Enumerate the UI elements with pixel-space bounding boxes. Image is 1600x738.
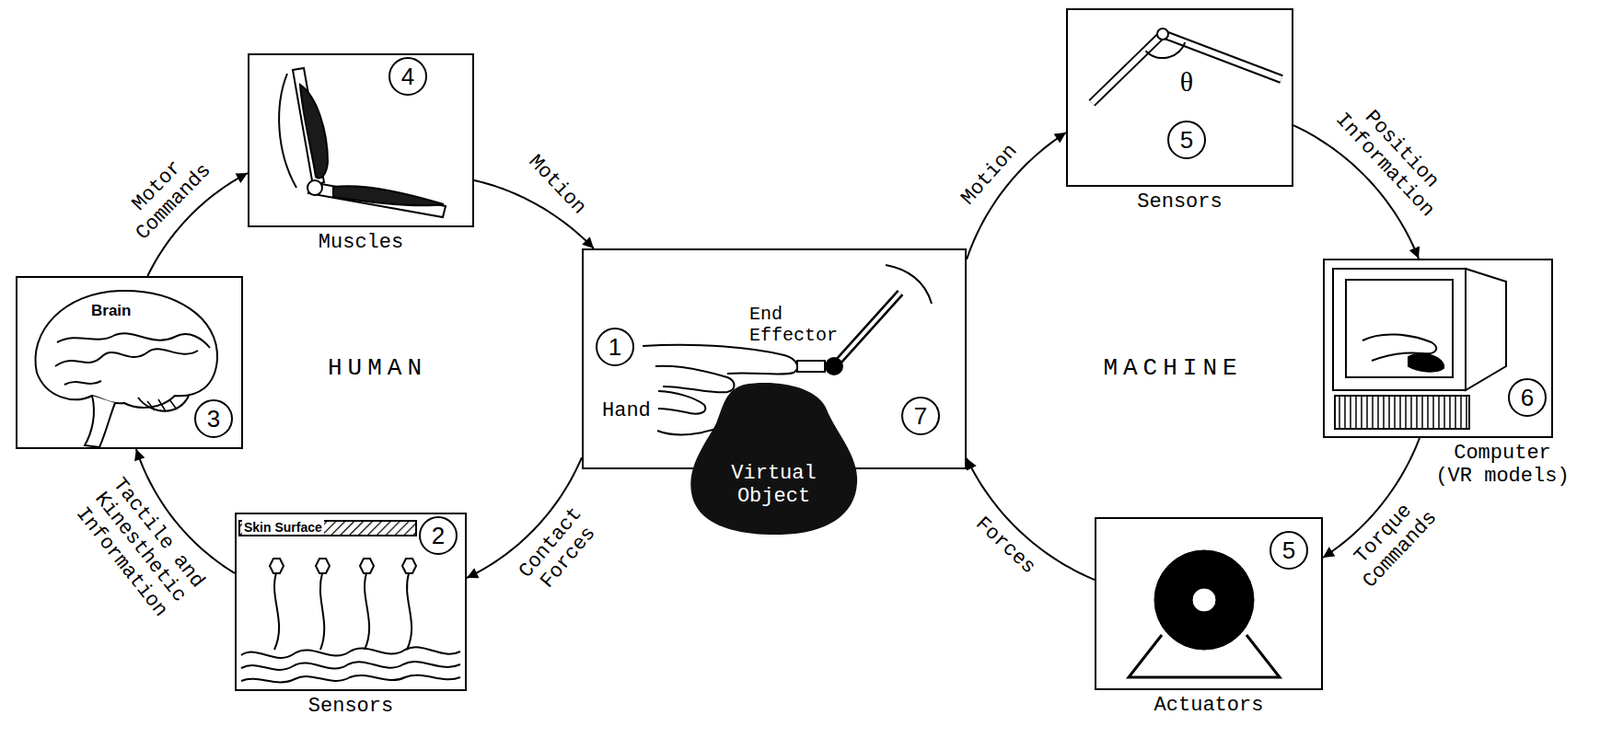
section-title: HUMAN [327,356,428,381]
elbow-joint [307,180,323,196]
receptor [315,558,330,574]
index-finger [642,345,798,375]
brain-fold [55,348,198,367]
receptor [402,558,417,574]
object-shape [690,382,858,535]
signal-label: Motor Commands [108,136,223,253]
skin-band [239,521,417,536]
connectors [136,125,1420,580]
effector-joint [825,358,843,375]
angle-sensor-drawing [1091,28,1282,104]
muscles-box: Muscles [247,53,475,228]
tissue [241,647,461,659]
forearm-muscle [333,185,444,206]
link-inner [1091,34,1163,104]
monitor-front [1333,268,1466,391]
callout-number: 6 [1507,378,1547,418]
end-effector-drawing [797,265,932,375]
monitor-side [1465,268,1507,391]
callout-number: 3 [194,399,233,439]
nerve-fibre [406,573,412,650]
screen-object [1408,354,1444,372]
middle-finger [655,366,735,394]
brain-fold [64,381,102,385]
box-caption: Sensors [1136,190,1222,214]
computer-drawing [1333,268,1507,429]
signal-label: Forces [968,510,1043,582]
receptor [269,558,284,574]
nerve-fibre [320,573,325,650]
callout-number: 2 [418,516,458,556]
callout-number: 5 [1269,531,1309,570]
callout-number: 1 [595,327,635,367]
effector-base [885,265,932,304]
signal-label: Contact Forces [510,498,609,603]
actuator-drawing [1128,550,1280,678]
signal-label: Motion [954,137,1024,212]
effector-link-inner [834,292,901,367]
box-caption: Sensors [308,695,394,719]
ring-finger [658,391,706,415]
tissue [241,661,461,671]
part-name: Skin Surface [242,520,325,535]
section-title: MACHINE [1102,356,1242,381]
screen [1345,279,1453,378]
signal-label: Motion [521,149,592,222]
part-name: Brain [89,301,133,321]
virtual-object: Virtual Object [688,377,859,536]
receptor [359,558,374,574]
triceps-outline [278,73,297,188]
angle-symbol: θ [1180,68,1194,96]
brain-outline [34,290,218,408]
callout-number: 5 [1167,120,1206,160]
nerve-fibre [274,573,279,650]
joint [1157,28,1169,40]
brain-drawing [34,290,218,448]
box-caption: Computer (VR models) [1433,441,1572,489]
callout-number: 4 [388,57,428,96]
cerebellum-lines [147,399,177,412]
angle-arc [1145,42,1185,58]
object-shape [688,377,859,536]
angle-sensor-box: Sensors [1066,8,1294,187]
signal-label: Tactile and Kinesthetic Information [66,467,213,627]
part-name: End Effector [749,303,842,347]
effector-link [834,292,901,367]
keyboard [1334,395,1470,429]
motor-hub [1192,588,1217,613]
forearm-bone [308,182,446,218]
box-caption: Muscles [318,231,404,255]
cerebellum [138,395,189,412]
brain-fold [57,333,210,348]
part-name: Hand [602,399,651,423]
motor-wheel [1154,550,1254,650]
object-name: Virtual Object [723,462,825,510]
effector-tip [797,360,825,372]
link [1091,34,1163,104]
box-caption: Actuators [1154,694,1264,718]
nerve-fibre [364,573,370,650]
tissue [241,675,461,684]
biceps-muscle [300,84,328,179]
brain-stem [84,395,116,448]
callout-number: 7 [901,396,940,436]
signal-label: Torque Commands [1335,484,1450,601]
signal-label: Position Information [1324,87,1461,228]
